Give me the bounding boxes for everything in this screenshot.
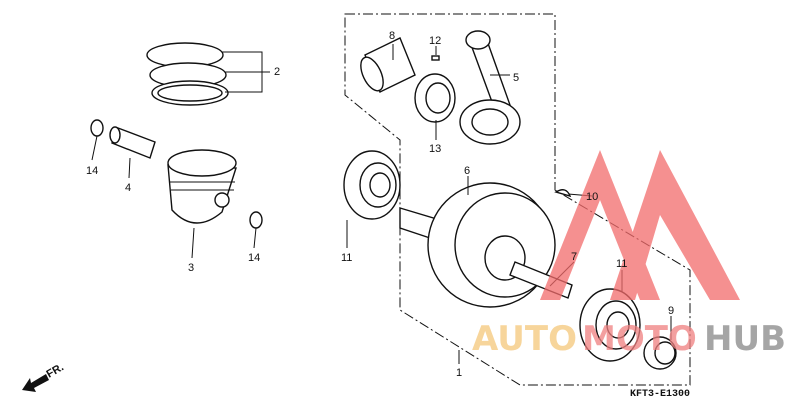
timing-gear [643, 336, 677, 370]
front-direction-arrow-icon [22, 374, 49, 392]
connecting-rod [459, 30, 521, 145]
part-label-13: 13 [429, 143, 441, 155]
part-label-8: 8 [389, 30, 395, 42]
part-label-4: 4 [125, 182, 131, 194]
piston [167, 149, 237, 224]
assembly-boundary [344, 13, 691, 386]
part-label-1: 1 [456, 367, 462, 379]
diagram-code: KFT3-E1300 [630, 389, 690, 400]
piston-pin-clip [249, 211, 263, 229]
part-label-14: 14 [86, 165, 98, 177]
part-label-11: 11 [616, 258, 627, 270]
part-label-14: 14 [248, 252, 260, 264]
piston-rings [146, 42, 229, 106]
direction-label: FR. [45, 361, 66, 380]
part-label-11: 11 [341, 252, 352, 264]
svg-text:MOTO: MOTO [582, 319, 697, 359]
svg-text:HUB: HUB [704, 319, 786, 359]
watermark-logo: AUTO MOTO HUB [472, 150, 786, 359]
woodruff-key [554, 189, 572, 198]
piston-pin [109, 126, 156, 159]
part-label-9: 9 [668, 305, 674, 317]
crankshaft [399, 182, 573, 308]
crank-bearing [579, 288, 641, 362]
part-label-3: 3 [188, 262, 194, 274]
crank-pin [360, 37, 416, 93]
part-label-7: 7 [571, 251, 577, 263]
part-label-6: 6 [464, 165, 470, 177]
part-label-12: 12 [429, 35, 441, 47]
svg-text:AUTO: AUTO [472, 319, 577, 359]
piston-pin-clip [90, 119, 104, 137]
crank-bearing [343, 150, 401, 220]
dowel-pin [431, 55, 440, 61]
part-label-5: 5 [513, 72, 519, 84]
part-label-2: 2 [274, 66, 280, 78]
needle-bearing [414, 73, 456, 123]
part-label-10: 10 [586, 191, 598, 203]
